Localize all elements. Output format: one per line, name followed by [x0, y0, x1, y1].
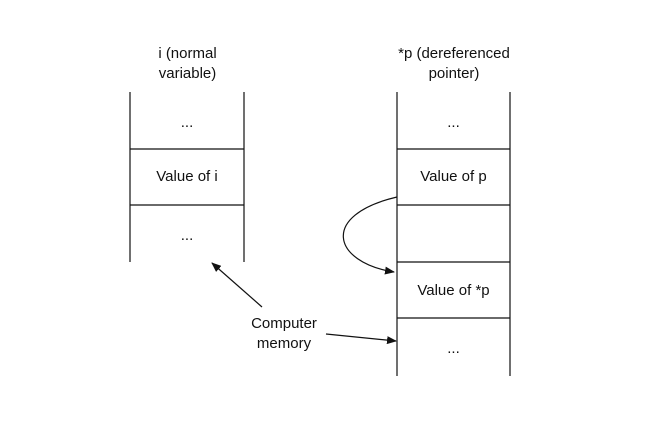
right-cell-value-of-star-p: Value of *p [417, 282, 490, 299]
annotation-arrow-left [211, 262, 263, 308]
right-column-title: *p (dereferenced pointer) [398, 45, 510, 82]
left-cell-value-of-i: Value of i [156, 168, 218, 185]
annotation-arrow-right [325, 333, 397, 345]
left-cell-ellipsis-top: ... [180, 114, 194, 131]
left-column-title: i (normal variable) [158, 45, 217, 82]
right-cell-value-of-p: Value of p [420, 168, 487, 185]
left-cell-ellipsis-bottom: ... [180, 227, 194, 244]
right-cell-ellipsis-bottom: ... [447, 340, 460, 357]
pointer-arrow [342, 196, 398, 275]
computer-memory-label: Computer memory [251, 315, 317, 352]
right-cell-ellipsis-top: ... [447, 114, 460, 131]
right-memory-column [396, 92, 511, 376]
left-memory-column [129, 92, 245, 262]
